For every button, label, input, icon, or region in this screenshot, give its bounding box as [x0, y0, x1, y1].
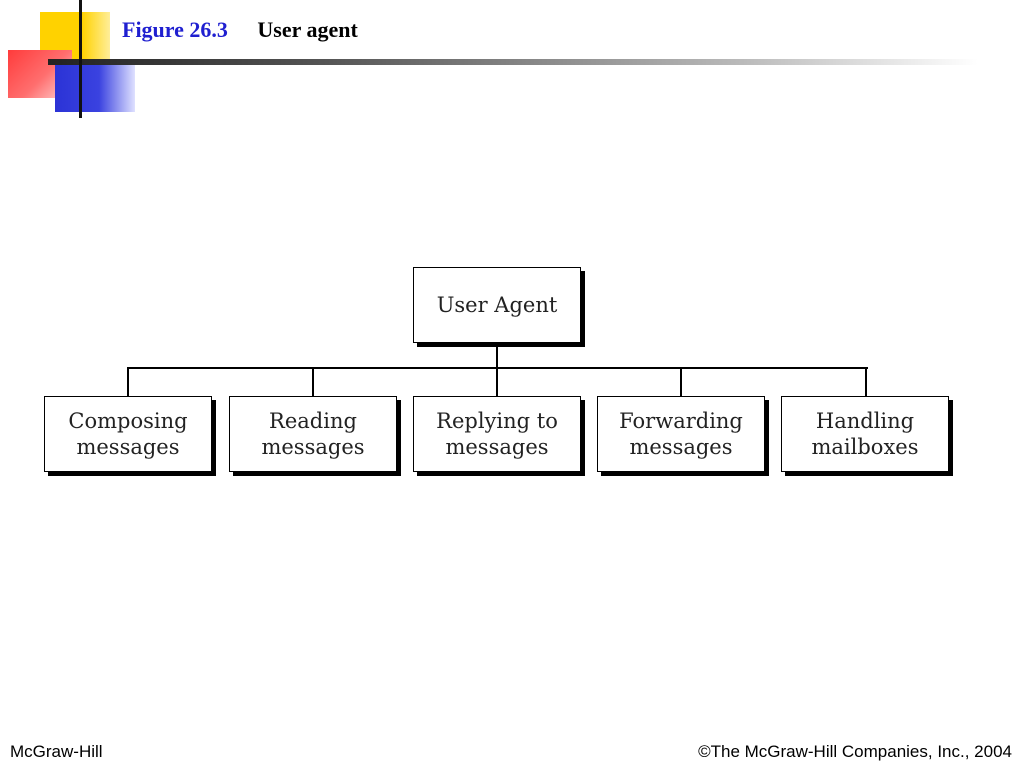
- node-label: User Agent: [436, 293, 558, 317]
- header-rule: [48, 59, 978, 65]
- node-handling-mailboxes: Handling mailboxes: [781, 396, 949, 472]
- figure-caption: User agent: [257, 17, 358, 42]
- node-reading-messages: Reading messages: [229, 396, 397, 472]
- connector-child-0: [127, 367, 129, 397]
- node-forwarding-messages: Forwarding messages: [597, 396, 765, 472]
- header-vertical-rule: [79, 0, 82, 118]
- connector-child-4: [865, 367, 867, 397]
- node-user-agent: User Agent: [413, 267, 581, 343]
- footer-copyright: ©The McGraw-Hill Companies, Inc., 2004: [698, 742, 1012, 761]
- footer-publisher: McGraw-Hill: [10, 742, 103, 761]
- node-label: Forwarding messages: [619, 409, 743, 459]
- connector-child-3: [680, 367, 682, 397]
- connector-child-1: [312, 367, 314, 397]
- decorative-blue-square: [55, 62, 135, 112]
- node-replying-to-messages: Replying to messages: [413, 396, 581, 472]
- node-label: Handling mailboxes: [811, 409, 919, 459]
- connector-root-stem: [496, 342, 498, 369]
- node-label: Replying to messages: [436, 409, 558, 459]
- node-composing-messages: Composing messages: [44, 396, 212, 472]
- figure-number: Figure 26.3: [122, 17, 228, 42]
- node-label: Composing messages: [68, 409, 188, 459]
- connector-child-2: [496, 367, 498, 397]
- slide-title: Figure 26.3 User agent: [122, 17, 358, 43]
- node-label: Reading messages: [261, 409, 365, 459]
